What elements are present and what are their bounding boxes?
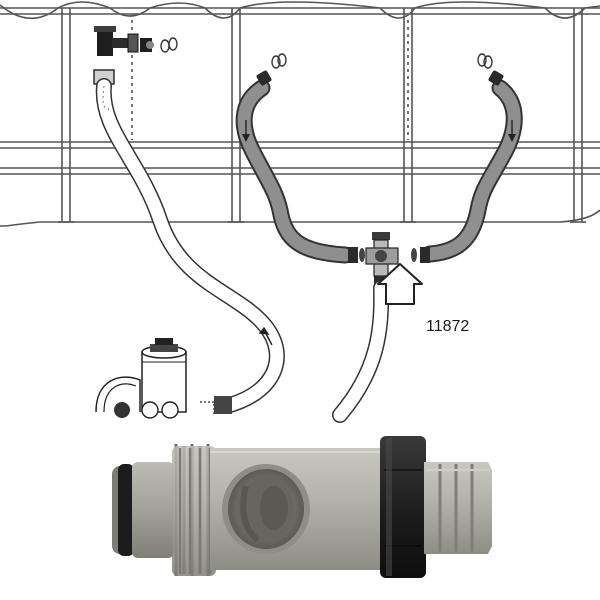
part-number-label: 11872 <box>426 318 469 335</box>
t-valve-photo <box>112 436 492 578</box>
filter-pump <box>95 338 232 419</box>
flow-arrow-icon <box>258 326 273 346</box>
callout-arrow-icon <box>377 263 423 305</box>
hose-couplers <box>256 53 504 263</box>
flow-arrow-icon <box>242 120 516 142</box>
inlet-fitting <box>93 26 178 85</box>
